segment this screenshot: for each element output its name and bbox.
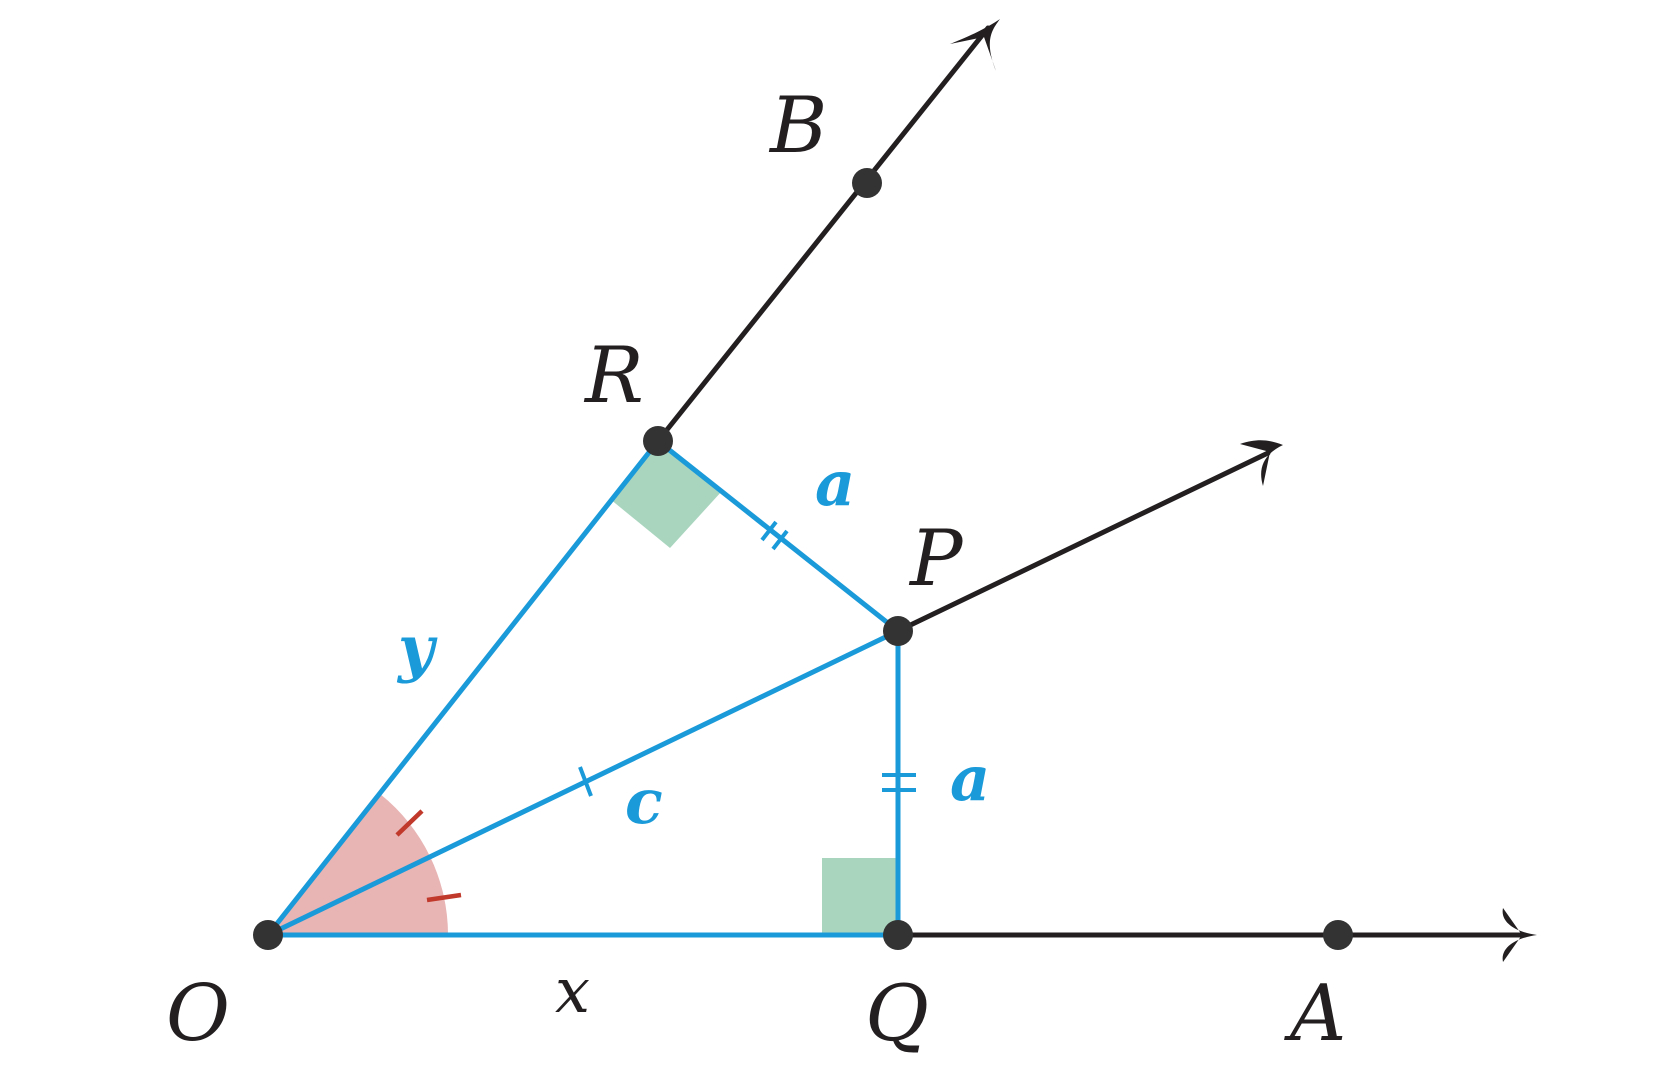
angle-sector-O [268,794,449,935]
segment-OP [266,628,900,938]
label-R: R [583,331,644,421]
point-P [883,616,913,646]
label-A: A [1284,969,1346,1059]
right-angle-mark-Q [822,858,899,935]
label-P: P [908,514,964,604]
angle-tick-lower [426,892,462,903]
arrowhead-A [1502,908,1537,962]
label-segment-OQ: x [555,954,590,1027]
tick-OP [578,766,593,797]
angle-tick-upper [395,809,424,837]
point-R [643,426,673,456]
arrowhead-B [950,19,1000,71]
ray-OP [895,450,1271,634]
point-B [852,168,882,198]
ray-OB [655,25,991,444]
label-segment-PQ: a [950,742,990,815]
label-B: B [768,81,827,171]
label-Q: Q [865,969,929,1059]
segment-OR [266,439,660,937]
segment-RP [656,439,900,633]
point-Q [883,920,913,950]
tick-RP-1 [760,520,778,542]
label-segment-RP: a [815,447,855,520]
label-segment-OP: c [625,765,663,838]
label-segment-OR: y [396,612,438,685]
point-O [253,920,283,950]
point-A [1323,920,1353,950]
arrowhead-P [1240,440,1283,486]
tick-RP-2 [771,529,789,551]
label-O: O [166,969,230,1059]
right-angle-mark-R [610,441,722,548]
